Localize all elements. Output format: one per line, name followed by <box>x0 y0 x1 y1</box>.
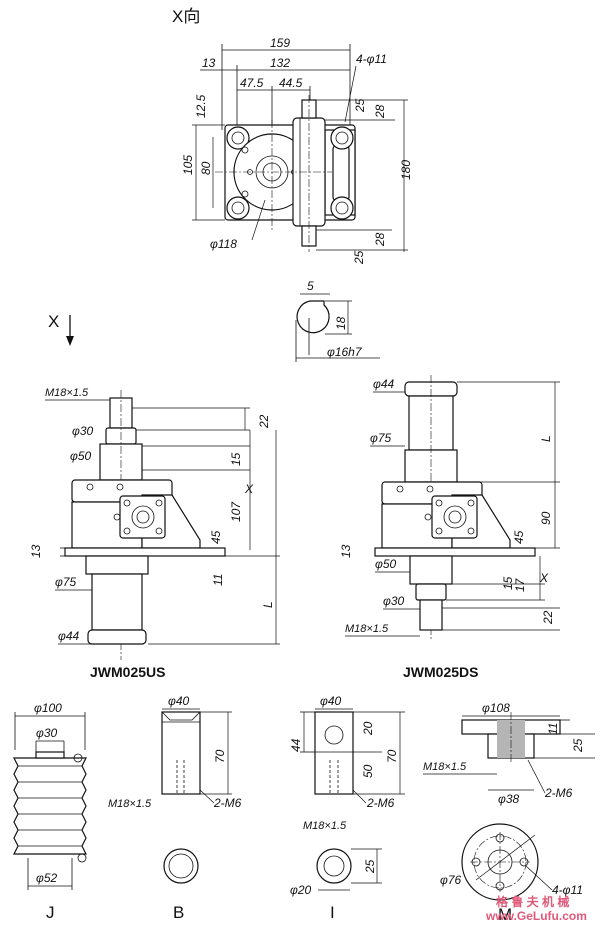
dim-132: 132 <box>270 56 290 70</box>
dim-phi-16h7: φ16h7 <box>327 345 363 359</box>
m-dim-phi-108: φ108 <box>482 701 510 715</box>
ds-dim-45: 45 <box>512 530 526 544</box>
m-dim-11: 11 <box>546 723 560 735</box>
us-dim-13: 13 <box>29 544 43 558</box>
dim-key-5: 5 <box>307 279 314 293</box>
ds-dim-phi-30: φ30 <box>383 594 405 608</box>
ds-dim-x: X <box>539 571 549 585</box>
ds-dim-17: 17 <box>513 577 527 592</box>
m-dim-4-holes-11: 4-φ11 <box>552 883 583 897</box>
us-caption: JWM025US <box>90 664 165 680</box>
ds-dim-l: L <box>539 435 553 442</box>
dim-4-holes-11: 4-φ11 <box>356 52 387 66</box>
dim-44-5: 44.5 <box>279 76 303 90</box>
us-dim-m18: M18×1.5 <box>45 387 89 399</box>
m-dim-m18: M18×1.5 <box>423 761 467 773</box>
dim-105: 105 <box>181 155 195 175</box>
dim-12-5: 12.5 <box>194 94 208 118</box>
dim-phi-118: φ118 <box>210 237 237 251</box>
i-dim-m18: M18×1.5 <box>303 820 347 832</box>
dim-28-bottom: 28 <box>373 232 387 247</box>
dim-13: 13 <box>202 56 216 70</box>
m-label: M <box>498 905 512 924</box>
watermark-cn: 格 鲁 夫 机 械 <box>496 894 569 909</box>
i-dim-50: 50 <box>361 764 375 778</box>
b-dim-m18: M18×1.5 <box>108 798 152 810</box>
i-dim-20: 20 <box>361 721 375 736</box>
m-dim-25: 25 <box>571 738 585 753</box>
x-view-title: X向 <box>172 7 200 26</box>
us-dim-x: X <box>244 482 254 496</box>
us-dim-45: 45 <box>209 530 223 544</box>
i-label: I <box>330 903 335 922</box>
i-dim-2-m6: 2-M6 <box>366 796 395 810</box>
us-dim-15: 15 <box>229 452 243 466</box>
b-dim-phi-40: φ40 <box>168 694 190 708</box>
watermark: 格 鲁 夫 机 械 www.GeLufu.com <box>485 894 587 923</box>
attachment-i: φ40 44 20 50 70 M18×1.5 2-M6 25 φ20 I <box>289 694 405 922</box>
ds-dim-13: 13 <box>339 544 353 558</box>
b-dim-2-m6: 2-M6 <box>213 796 242 810</box>
b-label: B <box>173 903 184 922</box>
us-dim-phi-30: φ30 <box>72 424 94 438</box>
i-dim-44: 44 <box>289 738 303 752</box>
jwm025us-view: M18×1.5 φ30 φ50 22 15 X 107 45 <box>29 387 280 680</box>
dim-159: 159 <box>270 36 290 50</box>
dim-47-5: 47.5 <box>240 76 264 90</box>
dim-18: 18 <box>334 316 348 330</box>
ds-dim-15: 15 <box>501 576 515 590</box>
watermark-url: www.GeLufu.com <box>485 909 587 923</box>
dim-80: 80 <box>199 161 213 175</box>
ds-dim-phi-44: φ44 <box>373 377 395 391</box>
us-dim-phi-50: φ50 <box>70 449 92 463</box>
us-dim-22: 22 <box>257 414 271 429</box>
us-dim-phi-75: φ75 <box>55 575 77 589</box>
b-dim-70: 70 <box>213 749 227 763</box>
view-arrow: X <box>48 312 74 346</box>
us-dim-107: 107 <box>229 501 243 522</box>
dim-25-top: 25 <box>353 98 367 113</box>
ds-dim-phi-75: φ75 <box>370 431 392 445</box>
i-dim-phi-20: φ20 <box>290 883 312 897</box>
ds-dim-90: 90 <box>539 511 553 525</box>
m-dim-phi-76: φ76 <box>440 873 462 887</box>
us-dim-11: 11 <box>211 574 225 586</box>
dim-180: 180 <box>399 160 413 180</box>
attachment-b: φ40 70 M18×1.5 2-M6 B <box>108 694 242 922</box>
i-dim-phi-40: φ40 <box>320 694 342 708</box>
ds-caption: JWM025DS <box>403 664 478 680</box>
shaft-section: 5 18 φ16h7 <box>295 279 380 362</box>
x-view: X向 159 132 13 47.5 44.5 4-φ11 25 28 180 … <box>172 7 413 265</box>
us-dim-l: L <box>261 601 275 608</box>
dim-25-bottom: 25 <box>352 250 366 265</box>
i-dim-25: 25 <box>363 859 377 874</box>
view-arrow-label: X <box>48 312 59 331</box>
i-dim-70: 70 <box>385 749 399 763</box>
j-label: J <box>46 903 55 922</box>
attachment-j: φ100 φ30 φ52 J <box>13 701 87 922</box>
j-dim-phi-52: φ52 <box>36 871 58 885</box>
attachment-m: φ108 11 25 M18×1.5 φ38 2-M6 φ76 4-φ11 M <box>423 701 595 924</box>
jwm025ds-view: φ44 φ75 L 90 45 13 φ50 <box>339 375 560 680</box>
ds-dim-phi-50: φ50 <box>375 557 397 571</box>
us-dim-phi-44: φ44 <box>58 629 80 643</box>
m-dim-2-m6: 2-M6 <box>544 786 573 800</box>
dim-28-top: 28 <box>373 104 387 119</box>
m-dim-phi-38: φ38 <box>498 792 520 806</box>
ds-dim-m18: M18×1.5 <box>345 623 389 635</box>
j-dim-phi-100: φ100 <box>34 701 62 715</box>
j-dim-phi-30: φ30 <box>36 726 58 740</box>
ds-dim-22: 22 <box>541 610 555 625</box>
